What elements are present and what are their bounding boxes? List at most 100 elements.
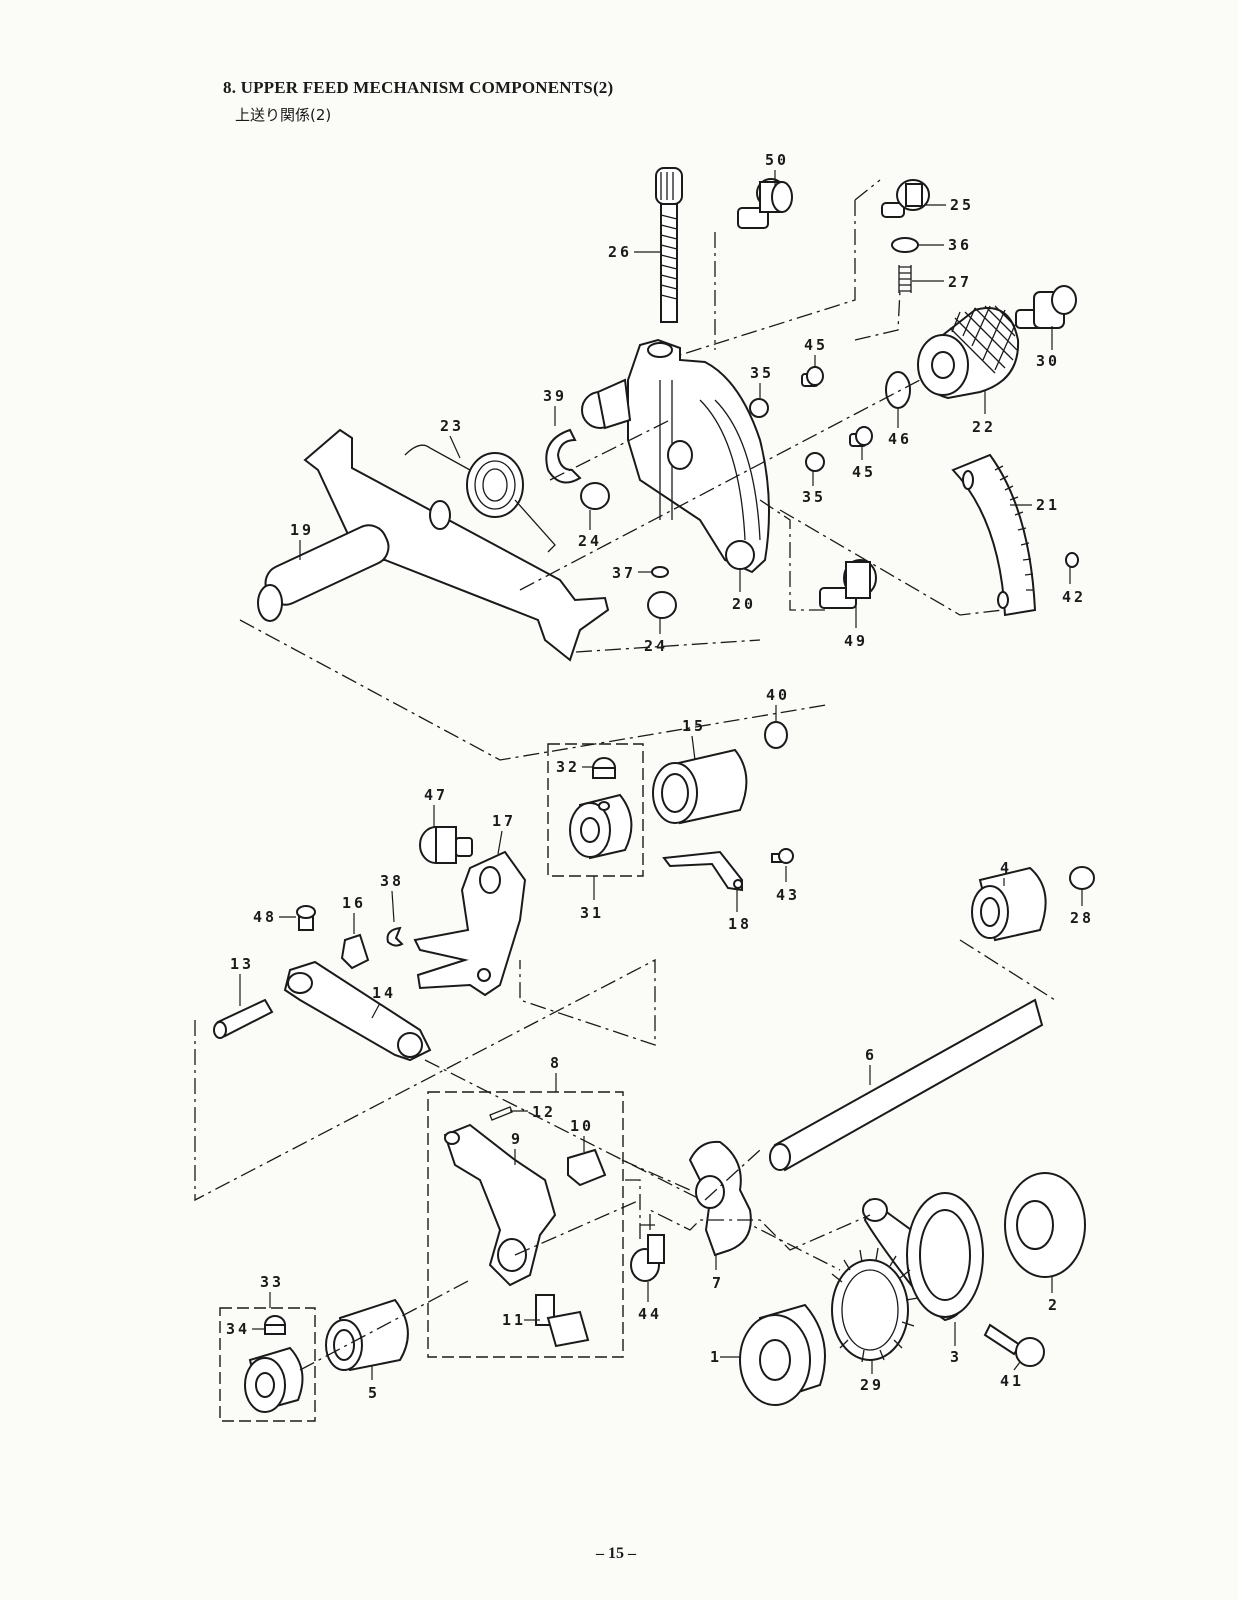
assembly-line	[854, 289, 901, 341]
part-38-e-ring	[386, 926, 404, 947]
callout-34: 34	[226, 1320, 250, 1338]
part-40-washer	[764, 721, 788, 749]
callout-8: 8	[550, 1054, 562, 1072]
part-37-ring	[651, 566, 669, 578]
callout-10: 10	[570, 1117, 594, 1135]
callout-44: 44	[638, 1305, 662, 1323]
callout-30: 30	[1036, 352, 1060, 370]
callout-27: 27	[948, 273, 972, 291]
part-35-washer-lower	[805, 452, 825, 472]
part-25-pin	[881, 179, 930, 218]
callout-11: 11	[502, 1311, 526, 1329]
part-15-bushing	[652, 748, 748, 825]
page-title-japanese: 上送り関係(2)	[235, 106, 332, 124]
callout-49: 49	[844, 632, 868, 650]
part-26-adjust-screw	[655, 167, 683, 323]
part-39-e-ring	[545, 428, 582, 484]
callout-39: 39	[543, 387, 567, 405]
part-33-collar	[244, 1346, 304, 1413]
part-11-screw	[535, 1294, 590, 1348]
callout-17: 17	[492, 812, 516, 830]
part-34-set-screw	[264, 1315, 286, 1335]
part-35-washer-upper	[749, 398, 769, 418]
callout-40: 40	[766, 686, 790, 704]
callout-35-upper: 35	[750, 364, 774, 382]
group-8-box	[427, 1091, 624, 1358]
callout-labels: 50 25 36 27 26 30 45 35 22 46 39 23 45 3…	[226, 151, 1094, 1402]
part-29-needle-bearing	[831, 1247, 919, 1363]
callout-16: 16	[342, 894, 366, 912]
part-49-screw	[819, 559, 877, 609]
callout-31: 31	[580, 904, 604, 922]
part-47-screw	[419, 826, 473, 864]
callout-45-upper: 45	[804, 336, 828, 354]
callout-29: 29	[860, 1376, 884, 1394]
callout-48: 48	[253, 908, 277, 926]
callout-25: 25	[950, 196, 974, 214]
assembly-line	[759, 499, 1004, 616]
callout-15: 15	[682, 717, 706, 735]
callout-41: 41	[1000, 1372, 1024, 1390]
callout-33: 33	[260, 1273, 284, 1291]
callout-35-lower: 35	[802, 488, 826, 506]
part-32-set-screw	[592, 757, 616, 779]
assembly-line	[575, 639, 761, 653]
part-13-pin	[213, 998, 274, 1039]
part-31-collar	[569, 793, 633, 860]
part-36-washer	[891, 237, 919, 253]
part-23-spring	[404, 444, 556, 553]
part-16-block	[340, 933, 370, 970]
part-24-cap-lower	[647, 591, 677, 619]
callout-13: 13	[230, 955, 254, 973]
part-17-fork-arm	[413, 850, 527, 997]
page-number: – 15 –	[596, 1545, 636, 1562]
callout-12: 12	[532, 1103, 556, 1121]
part-22-knurled-knob	[917, 305, 1020, 400]
callout-21: 21	[1036, 496, 1060, 514]
callout-6: 6	[865, 1046, 877, 1064]
part-41-screw	[983, 1323, 1045, 1367]
part-6-shaft	[769, 998, 1044, 1172]
page-title: 8. UPPER FEED MECHANISM COMPONENTS(2)	[223, 78, 614, 97]
part-43-screw	[771, 848, 794, 864]
part-2-washer	[1004, 1172, 1086, 1278]
part-20-feed-bracket	[581, 338, 770, 574]
part-5-bushing	[325, 1298, 409, 1372]
callout-22: 22	[972, 418, 996, 436]
part-44-screw	[630, 1234, 665, 1282]
callout-45-lower: 45	[852, 463, 876, 481]
callout-2: 2	[1048, 1296, 1060, 1314]
part-28-cap	[1069, 866, 1095, 890]
callout-5: 5	[368, 1384, 380, 1402]
part-1-eccentric-cam	[739, 1303, 826, 1406]
part-12-pin	[489, 1106, 513, 1121]
part-7-arm	[688, 1140, 752, 1257]
callout-47: 47	[424, 786, 448, 804]
part-4-bushing	[971, 866, 1047, 942]
part-48-screw	[296, 905, 316, 931]
part-3-eccentric-ring	[862, 1192, 984, 1322]
callout-28: 28	[1070, 909, 1094, 927]
group-33-box	[219, 1307, 316, 1422]
part-27-spring	[898, 265, 912, 293]
part-14-link	[283, 960, 432, 1062]
part-9-feed-link	[443, 1123, 557, 1287]
callout-26: 26	[608, 243, 632, 261]
part-30-screw	[1015, 285, 1077, 329]
callout-19: 19	[290, 521, 314, 539]
callout-18: 18	[728, 915, 752, 933]
callout-50: 50	[765, 151, 789, 169]
callout-4: 4	[1000, 859, 1012, 877]
part-24-cap-upper	[580, 482, 610, 510]
callout-3: 3	[950, 1348, 962, 1366]
assembly-line	[519, 379, 921, 591]
callout-37: 37	[612, 564, 636, 582]
part-46-washer	[885, 371, 911, 409]
callout-7: 7	[712, 1274, 724, 1292]
callout-1: 1	[710, 1348, 722, 1366]
part-45-screw-lower	[849, 426, 873, 447]
part-19-lever-shaft	[257, 428, 610, 662]
callout-24-lower: 24	[644, 637, 668, 655]
callout-23: 23	[440, 417, 464, 435]
part-10-block	[567, 1148, 607, 1187]
